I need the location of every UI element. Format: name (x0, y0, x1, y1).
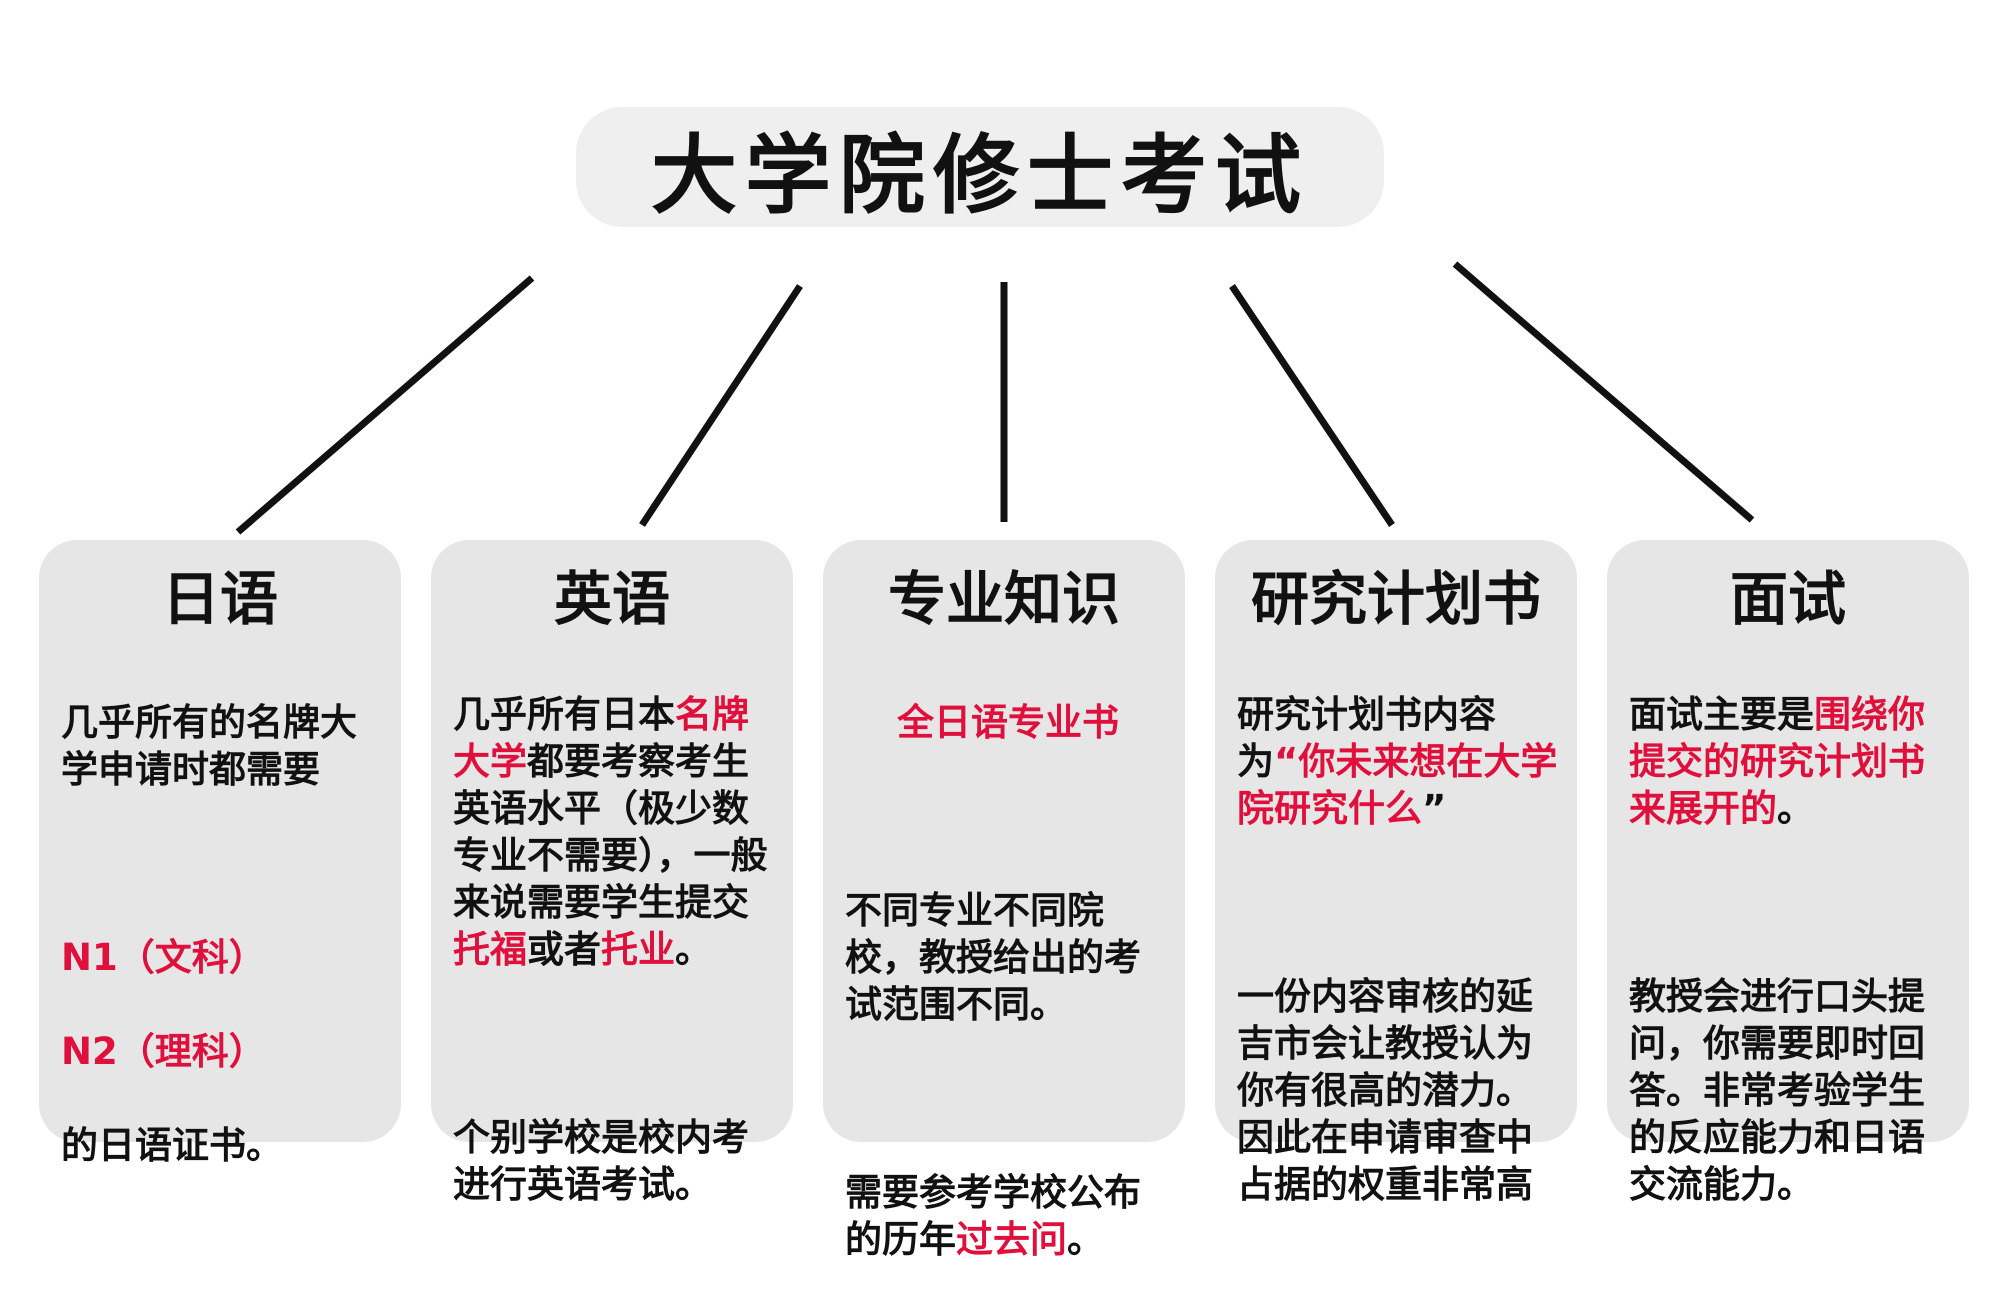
card-body: 几乎所有日本名牌大学都要考察考生英语水平（极少数专业不需要），一般来说需要学生提… (453, 644, 779, 1255)
card-text: 面试主要是围绕你提交的研究计划书来展开的。 (1629, 691, 1955, 832)
highlight-text: N1（文科） (61, 936, 266, 979)
connector-line-english (639, 284, 803, 527)
text-run: ” (1422, 787, 1447, 830)
text-run: 研究计划书内容为 (1237, 693, 1496, 783)
text-run: 。 (675, 928, 712, 971)
card-text: 研究计划书内容为“你未来想在大学院研究什么” (1237, 691, 1563, 832)
text-run: 面试主要是 (1629, 693, 1814, 736)
card-text: 一份内容审核的延吉市会让教授认为你有很高的潜力。因此在申请审查中占据的权重非常高 (1237, 975, 1533, 1206)
card-interview: 面试 面试主要是围绕你提交的研究计划书来展开的。 教授会进行口头提问，你需要即时… (1607, 540, 1969, 1206)
card-japanese: 日语 几乎所有的名牌大学申请时都需要 N1（文科） N2（理科） 的日语证书。 (39, 540, 401, 1167)
card-title: 面试 (1729, 565, 1846, 633)
text-run: 几乎所有日本 (453, 693, 675, 736)
card-body: 面试主要是围绕你提交的研究计划书来展开的。 教授会进行口头提问，你需要即时回答。… (1629, 644, 1955, 1255)
card-title: 专业知识 (887, 565, 1120, 633)
highlight-text: “ (1274, 740, 1299, 783)
highlight-text: 托福 (453, 928, 527, 971)
card-text: 几乎所有的名牌大学申请时都需要 (61, 701, 357, 791)
card-body: 研究计划书内容为“你未来想在大学院研究什么” 一份内容审核的延吉市会让教授认为你… (1237, 644, 1563, 1255)
connector-lines (235, 261, 1755, 535)
card-knowledge: 专业知识 全日语专业书 不同专业不同院校，教授给出的考试范围不同。 需要参考学校… (823, 540, 1185, 1261)
connector-line-japanese (235, 275, 535, 535)
card-text: 的日语证书。 (61, 1124, 283, 1167)
text-run: 。 (1067, 1218, 1104, 1261)
card-text: 几乎所有日本名牌大学都要考察考生英语水平（极少数专业不需要），一般来说需要学生提… (453, 691, 779, 973)
card-text: 教授会进行口头提问，你需要即时回答。非常考验学生的反应能力和日语交流能力。 (1629, 975, 1925, 1206)
text-run: 需要参考学校公布的历年 (845, 1171, 1141, 1261)
card-text: 个别学校是校内考进行英语考试。 (453, 1116, 749, 1206)
card-title: 日语 (161, 565, 278, 633)
highlight-text: 围绕你提交的研究计划书来展开的 (1629, 693, 1925, 830)
highlight-text: 托业 (601, 928, 675, 971)
card-title: 英语 (553, 565, 670, 633)
card-research-plan: 研究计划书 研究计划书内容为“你未来想在大学院研究什么” 一份内容审核的延吉市会… (1215, 540, 1577, 1206)
text-run: 。 (1777, 787, 1814, 830)
highlight-text: 全日语专业书 (897, 701, 1119, 744)
card-title: 研究计划书 (1250, 565, 1541, 633)
text-run: 都要考察考生英语水平（极少数专业不需要），一般来说需要学生提交 (453, 740, 768, 924)
connector-line-research-plan (1229, 284, 1395, 527)
highlight-text: 名牌大学 (453, 693, 749, 783)
connector-line-interview (1452, 261, 1755, 523)
highlight-text: 过去问 (956, 1218, 1067, 1261)
page-title: 大学院修士考试 (651, 125, 1309, 226)
highlight-text: 你未来想在大学院研究什么 (1237, 740, 1558, 830)
card-body: 几乎所有的名牌大学申请时都需要 N1（文科） N2（理科） 的日语证书。 (61, 652, 387, 1216)
highlight-text: N2（理科） (61, 1030, 266, 1073)
card-text: 不同专业不同院校，教授给出的考试范围不同。 (845, 889, 1141, 1026)
title-box: 大学院修士考试 (576, 107, 1384, 227)
card-english: 英语 几乎所有日本名牌大学都要考察考生英语水平（极少数专业不需要），一般来说需要… (431, 540, 793, 1206)
card-body: 全日语专业书 不同专业不同院校，教授给出的考试范围不同。 需要参考学校公布的历年… (845, 652, 1171, 1310)
card-text: 需要参考学校公布的历年过去问。 (845, 1169, 1171, 1263)
text-run: 或者 (527, 928, 601, 971)
